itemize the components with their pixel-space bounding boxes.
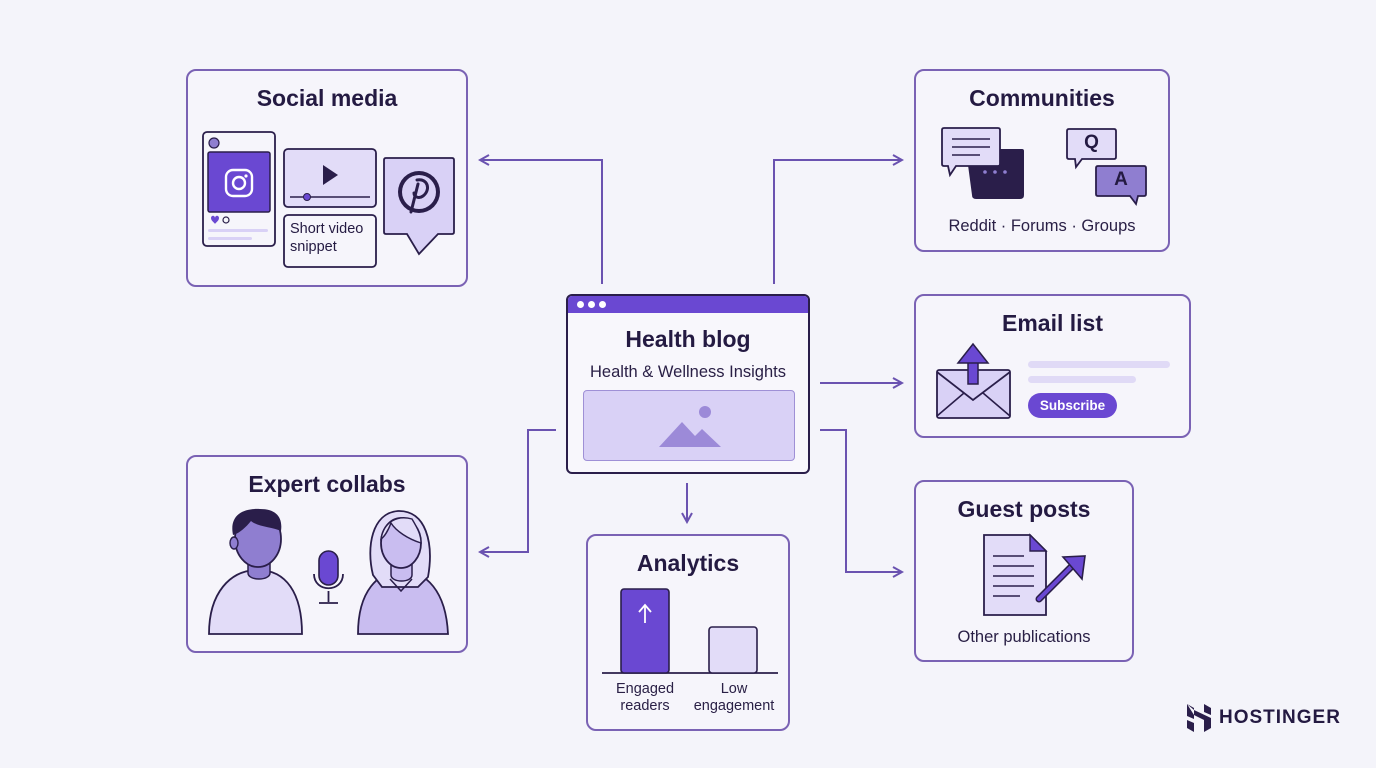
video-caption: Short video snippet (290, 221, 364, 255)
a-label: A (1114, 169, 1128, 190)
expert-collabs-card: Expert collabs (186, 455, 468, 653)
window-dot-icon (588, 301, 595, 308)
hostinger-logo-icon (1187, 704, 1211, 732)
blog-subtitle: Health & Wellness Insights (590, 363, 786, 381)
expert-collabs-title: Expert collabs (248, 471, 406, 497)
subscribe-button[interactable]: Subscribe (1028, 393, 1117, 418)
up-arrow-icon (638, 603, 652, 623)
pinterest-icon (383, 157, 455, 256)
image-placeholder (583, 390, 795, 461)
analytics-card: Analytics Engaged readers Low engagement (586, 534, 790, 731)
upload-arrow-icon (956, 342, 990, 385)
analytics-title: Analytics (636, 550, 740, 576)
blog-title: Health blog (625, 326, 751, 352)
text-line-placeholder (1028, 376, 1136, 383)
text-line-placeholder (1028, 361, 1170, 368)
low-engagement-bar (708, 626, 758, 674)
guest-posts-card: Guest posts Other publications (914, 480, 1134, 662)
bar-label: Low engagement (693, 681, 775, 714)
guest-posts-caption: Other publications (957, 628, 1091, 646)
email-list-card: Email list Subscribe (914, 294, 1191, 438)
podcast-illustration (208, 508, 449, 635)
arrow-to-communities (773, 160, 902, 284)
health-blog-window: Health blog Health & Wellness Insights (566, 294, 810, 474)
communities-title: Communities (969, 85, 1115, 111)
engaged-readers-bar (620, 588, 670, 674)
analytics-bar-chart (602, 588, 778, 674)
envelope-upload-illustration (936, 342, 1170, 419)
browser-title-bar (568, 296, 808, 313)
microphone-icon (313, 550, 344, 604)
bar-label: Engaged readers (615, 681, 675, 714)
email-list-title: Email list (1002, 310, 1103, 336)
q-bubble-icon (1066, 128, 1117, 170)
arrow-to-expert-collabs (480, 429, 556, 552)
chat-bubbles-illustration (941, 127, 1147, 207)
window-dot-icon (599, 301, 606, 308)
video-caption-box (283, 214, 377, 268)
chat-bubble-icon (941, 127, 1024, 199)
share-arrow-icon (1035, 555, 1086, 603)
communities-caption: Reddit · Forums · Groups (948, 217, 1136, 235)
brand-name: HOSTINGER (1219, 707, 1341, 728)
window-dot-icon (577, 301, 584, 308)
arrow-to-social-media (480, 160, 603, 284)
communities-card: Communities Q A Reddit · Forums · Groups (914, 69, 1170, 252)
social-media-title: Social media (256, 85, 398, 111)
video-player-icon (283, 148, 377, 208)
man-avatar-icon (208, 508, 303, 635)
guest-posts-title: Guest posts (957, 496, 1091, 522)
image-icon (658, 405, 721, 447)
document-share-illustration (983, 533, 1086, 616)
social-media-card: Social media Sho (186, 69, 468, 287)
instagram-post-icon (202, 131, 276, 247)
document-icon (983, 533, 1048, 616)
envelope-icon (936, 369, 1011, 419)
social-media-illustration (202, 131, 455, 268)
woman-avatar-icon (357, 510, 449, 635)
arrow-to-guest-posts (820, 429, 902, 572)
a-bubble-icon (1095, 165, 1147, 207)
q-label: Q (1084, 132, 1099, 153)
